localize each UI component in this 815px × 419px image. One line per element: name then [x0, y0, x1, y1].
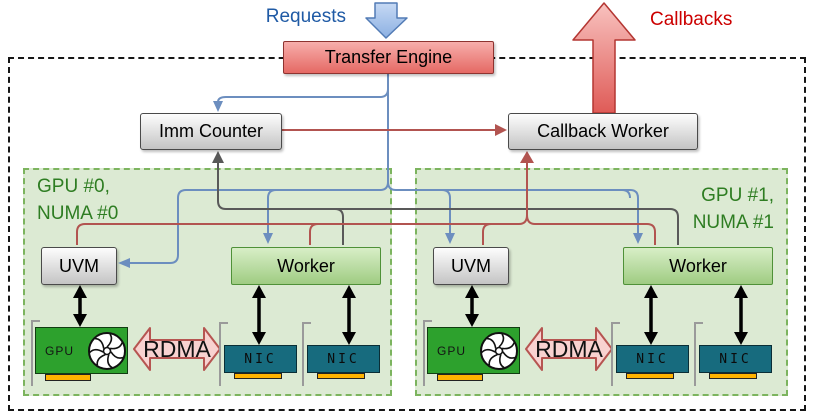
worker-node: Worker — [623, 247, 773, 285]
numa-group-0-label-line1: GPU #0, — [37, 176, 110, 197]
gpu-connector-pins — [45, 374, 91, 381]
gpu-card-bracket — [423, 320, 432, 386]
uvm-label: UVM — [451, 255, 491, 276]
rdma-label: RDMA — [143, 335, 211, 362]
worker-nic2-double-arrow-icon — [734, 285, 748, 345]
fan-icon — [88, 332, 126, 370]
nic-card: NIC — [699, 345, 772, 373]
nic-label: NIC — [636, 351, 669, 367]
gpu-connector-pins — [437, 374, 483, 381]
transfer-engine-label: Transfer Engine — [324, 47, 453, 67]
nic-card: NIC — [307, 345, 380, 373]
nic-card-bracket — [219, 322, 228, 386]
nic-label: NIC — [719, 351, 752, 367]
imm-counter-node: Imm Counter — [140, 113, 282, 150]
numa-group-0: GPU #0, NUMA #0 UVM Worker GPU — [23, 168, 392, 396]
numa-group-1-label-line1: GPU #1, — [701, 185, 774, 206]
fan-icon — [480, 332, 518, 370]
callbacks-arrow-icon — [572, 2, 636, 114]
gpu-card-label: GPU — [45, 344, 75, 358]
worker-node: Worker — [231, 247, 381, 285]
nic-card: NIC — [616, 345, 689, 373]
numa-group-1: GPU #1, NUMA #1 UVM Worker GPU — [415, 168, 788, 396]
callback-worker-label: Callback Worker — [537, 121, 669, 141]
requests-label: Requests — [265, 6, 346, 27]
worker-label: Worker — [277, 255, 335, 276]
nic-connector-pins — [234, 373, 282, 379]
nic-connector-pins — [626, 373, 674, 379]
worker-nic1-double-arrow-icon — [252, 285, 266, 345]
uvm-gpu-double-arrow-icon — [73, 285, 87, 327]
requests-arrow-icon — [365, 2, 408, 39]
rdma-arrow: RDMA — [525, 324, 613, 374]
gpu-card-label: GPU — [437, 344, 467, 358]
rdma-label: RDMA — [535, 335, 603, 362]
nic-connector-pins — [317, 373, 365, 379]
worker-label: Worker — [669, 255, 727, 276]
uvm-label: UVM — [59, 255, 99, 276]
gpu-card: GPU — [35, 327, 128, 374]
nic-card: NIC — [224, 345, 297, 373]
uvm-node: UVM — [433, 247, 509, 285]
imm-counter-label: Imm Counter — [158, 121, 264, 141]
nic-card-bracket — [302, 322, 311, 386]
rdma-arrow: RDMA — [133, 324, 221, 374]
numa-group-1-label-line2: NUMA #1 — [692, 212, 774, 233]
uvm-gpu-double-arrow-icon — [465, 285, 479, 327]
gpu-card: GPU — [427, 327, 520, 374]
nic-connector-pins — [709, 373, 757, 379]
numa-group-1-label: GPU #1, NUMA #1 — [693, 182, 774, 236]
nic-label: NIC — [327, 351, 360, 367]
worker-nic2-double-arrow-icon — [342, 285, 356, 345]
callback-worker-node: Callback Worker — [508, 113, 698, 150]
uvm-node: UVM — [41, 247, 117, 285]
numa-group-0-label: GPU #0, NUMA #0 — [37, 173, 118, 227]
numa-group-0-label-line2: NUMA #0 — [37, 203, 119, 224]
callbacks-label: Callbacks — [650, 9, 733, 30]
worker-nic1-double-arrow-icon — [644, 285, 658, 345]
nic-card-bracket — [611, 322, 620, 386]
nic-card-bracket — [694, 322, 703, 386]
gpu-card-bracket — [31, 320, 40, 386]
nic-label: NIC — [244, 351, 277, 367]
transfer-engine-node: Transfer Engine — [283, 41, 494, 74]
